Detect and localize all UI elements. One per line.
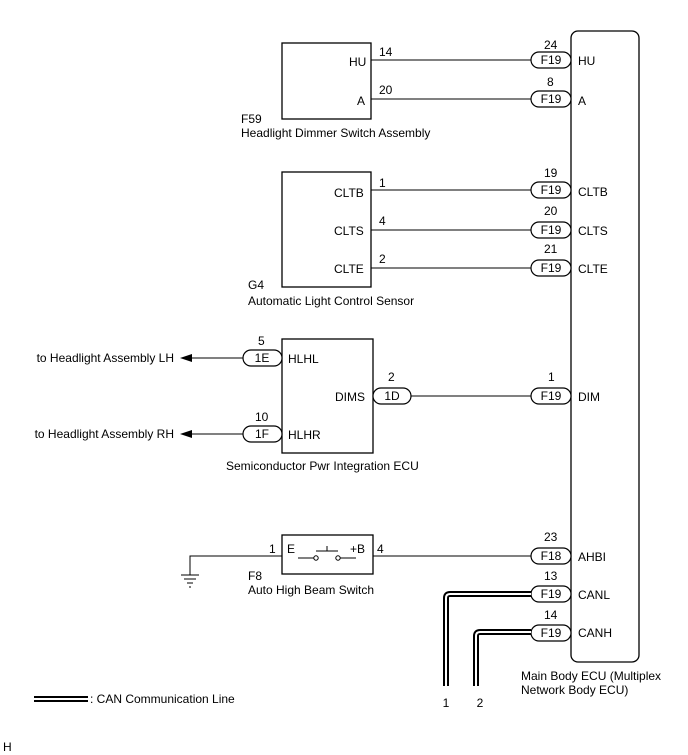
ecu-pin-number: 14 [544,608,558,622]
switch-pin-b-name: +B [350,542,365,556]
ecu-pin-cltb: 19 F19 CLTB [530,166,608,199]
dimmer-switch-box [281,42,372,120]
switch-pin-e-number: 1 [269,542,276,556]
spi-pin-dims-number: 2 [388,370,395,384]
ecu-pin-name: HU [578,54,595,68]
ecu-pin-number: 19 [544,166,558,180]
ecu-pin-dim: 1 F19 DIM [530,370,600,405]
ecu-pin-number: 20 [544,204,558,218]
ecu-pin-canh: 14 F19 CANH [530,608,612,642]
spi-pin-hlhl-name: HLHL [288,352,319,366]
can-end-label-1: 1 [443,696,450,710]
connector-label: F19 [541,261,562,275]
ecu-pin-ahbi: 23 F18 AHBI [530,530,606,565]
ecu-pin-name: CANL [578,588,610,602]
dimmer-pin-hu-number: 14 [379,45,393,59]
dimmer-pin-a-number: 20 [379,83,393,97]
high-beam-switch-id: F8 [248,569,262,583]
ecu-pin-number: 13 [544,569,558,583]
can-line-canh [473,629,531,686]
ecu-pin-number: 1 [548,370,555,384]
connector-label: F19 [541,53,562,67]
high-beam-switch-box [281,534,374,575]
can-end-label-2: 2 [477,696,484,710]
dimmer-pin-a-name: A [357,94,365,108]
spi-pin-hlhr-number: 10 [255,410,269,424]
headlight-lh-destination: to Headlight Assembly LH [37,351,174,365]
connector-label: F19 [541,389,562,403]
arrow-left-icon [180,354,192,362]
wire-ground [189,555,282,575]
spi-pin-hlhr-name: HLHR [288,428,321,442]
main-body-ecu-box [570,30,640,663]
sensor-pin-cltb-number: 1 [379,176,386,190]
connector-label: 1F [255,427,269,441]
ecu-pin-hu: 24 F19 HU [530,38,595,69]
main-ecu-label-line2: Network Body ECU) [521,683,628,697]
connector-label: 1E [255,351,270,365]
sensor-pin-cltb-name: CLTB [334,186,364,200]
ecu-pin-number: 8 [547,75,554,89]
connector-label: F19 [541,223,562,237]
sensor-pin-clts-name: CLTS [334,224,364,238]
ecu-pin-name: CLTB [578,185,608,199]
ecu-pin-name: A [578,94,586,108]
headlight-rh-destination: to Headlight Assembly RH [35,427,174,441]
dimmer-switch-name: Headlight Dimmer Switch Assembly [241,126,430,140]
main-ecu-label-line1: Main Body ECU (Multiplex [521,669,661,683]
switch-pin-b-number: 4 [377,542,384,556]
ecu-pin-name: CANH [578,626,612,640]
spi-ecu-name: Semiconductor Pwr Integration ECU [226,459,419,473]
light-sensor-box [281,171,372,288]
sensor-pin-clte-name: CLTE [334,262,364,276]
footer-code: H [3,740,12,754]
ecu-pin-name: AHBI [578,550,606,564]
connector-label: F19 [541,587,562,601]
ecu-pin-name: DIM [578,390,600,404]
ecu-pin-number: 21 [544,242,558,256]
spi-ecu-box [281,338,374,454]
connector-label: F18 [541,549,562,563]
ground-icon [181,574,199,588]
connector-label: F19 [541,92,562,106]
switch-pin-e-name: E [287,542,295,556]
dimmer-pin-hu-name: HU [349,55,366,69]
spi-pin-dims-name: DIMS [335,390,365,404]
spi-pin-hlhl-number: 5 [258,334,265,348]
light-sensor-name: Automatic Light Control Sensor [248,294,414,308]
can-line-canl [443,591,531,686]
connector-label: F19 [541,183,562,197]
ecu-pin-clte: 21 F19 CLTE [530,242,608,277]
switch-contact-icon [298,546,356,561]
ecu-pin-name: CLTE [578,262,608,276]
connector-label: F19 [541,626,562,640]
connector-label: 1D [384,389,400,403]
dimmer-switch-id: F59 [241,112,262,126]
legend-text: : CAN Communication Line [90,692,235,706]
ecu-pin-canl: 13 F19 CANL [530,569,610,603]
ecu-pin-number: 23 [544,530,558,544]
sensor-pin-clts-number: 4 [379,214,386,228]
arrow-left-icon [180,430,192,438]
sensor-pin-clte-number: 2 [379,252,386,266]
ecu-pin-clts: 20 F19 CLTS [530,204,608,239]
ecu-pin-name: CLTS [578,224,608,238]
high-beam-switch-name: Auto High Beam Switch [248,583,374,597]
light-sensor-id: G4 [248,278,264,292]
ecu-pin-number: 24 [544,38,558,52]
